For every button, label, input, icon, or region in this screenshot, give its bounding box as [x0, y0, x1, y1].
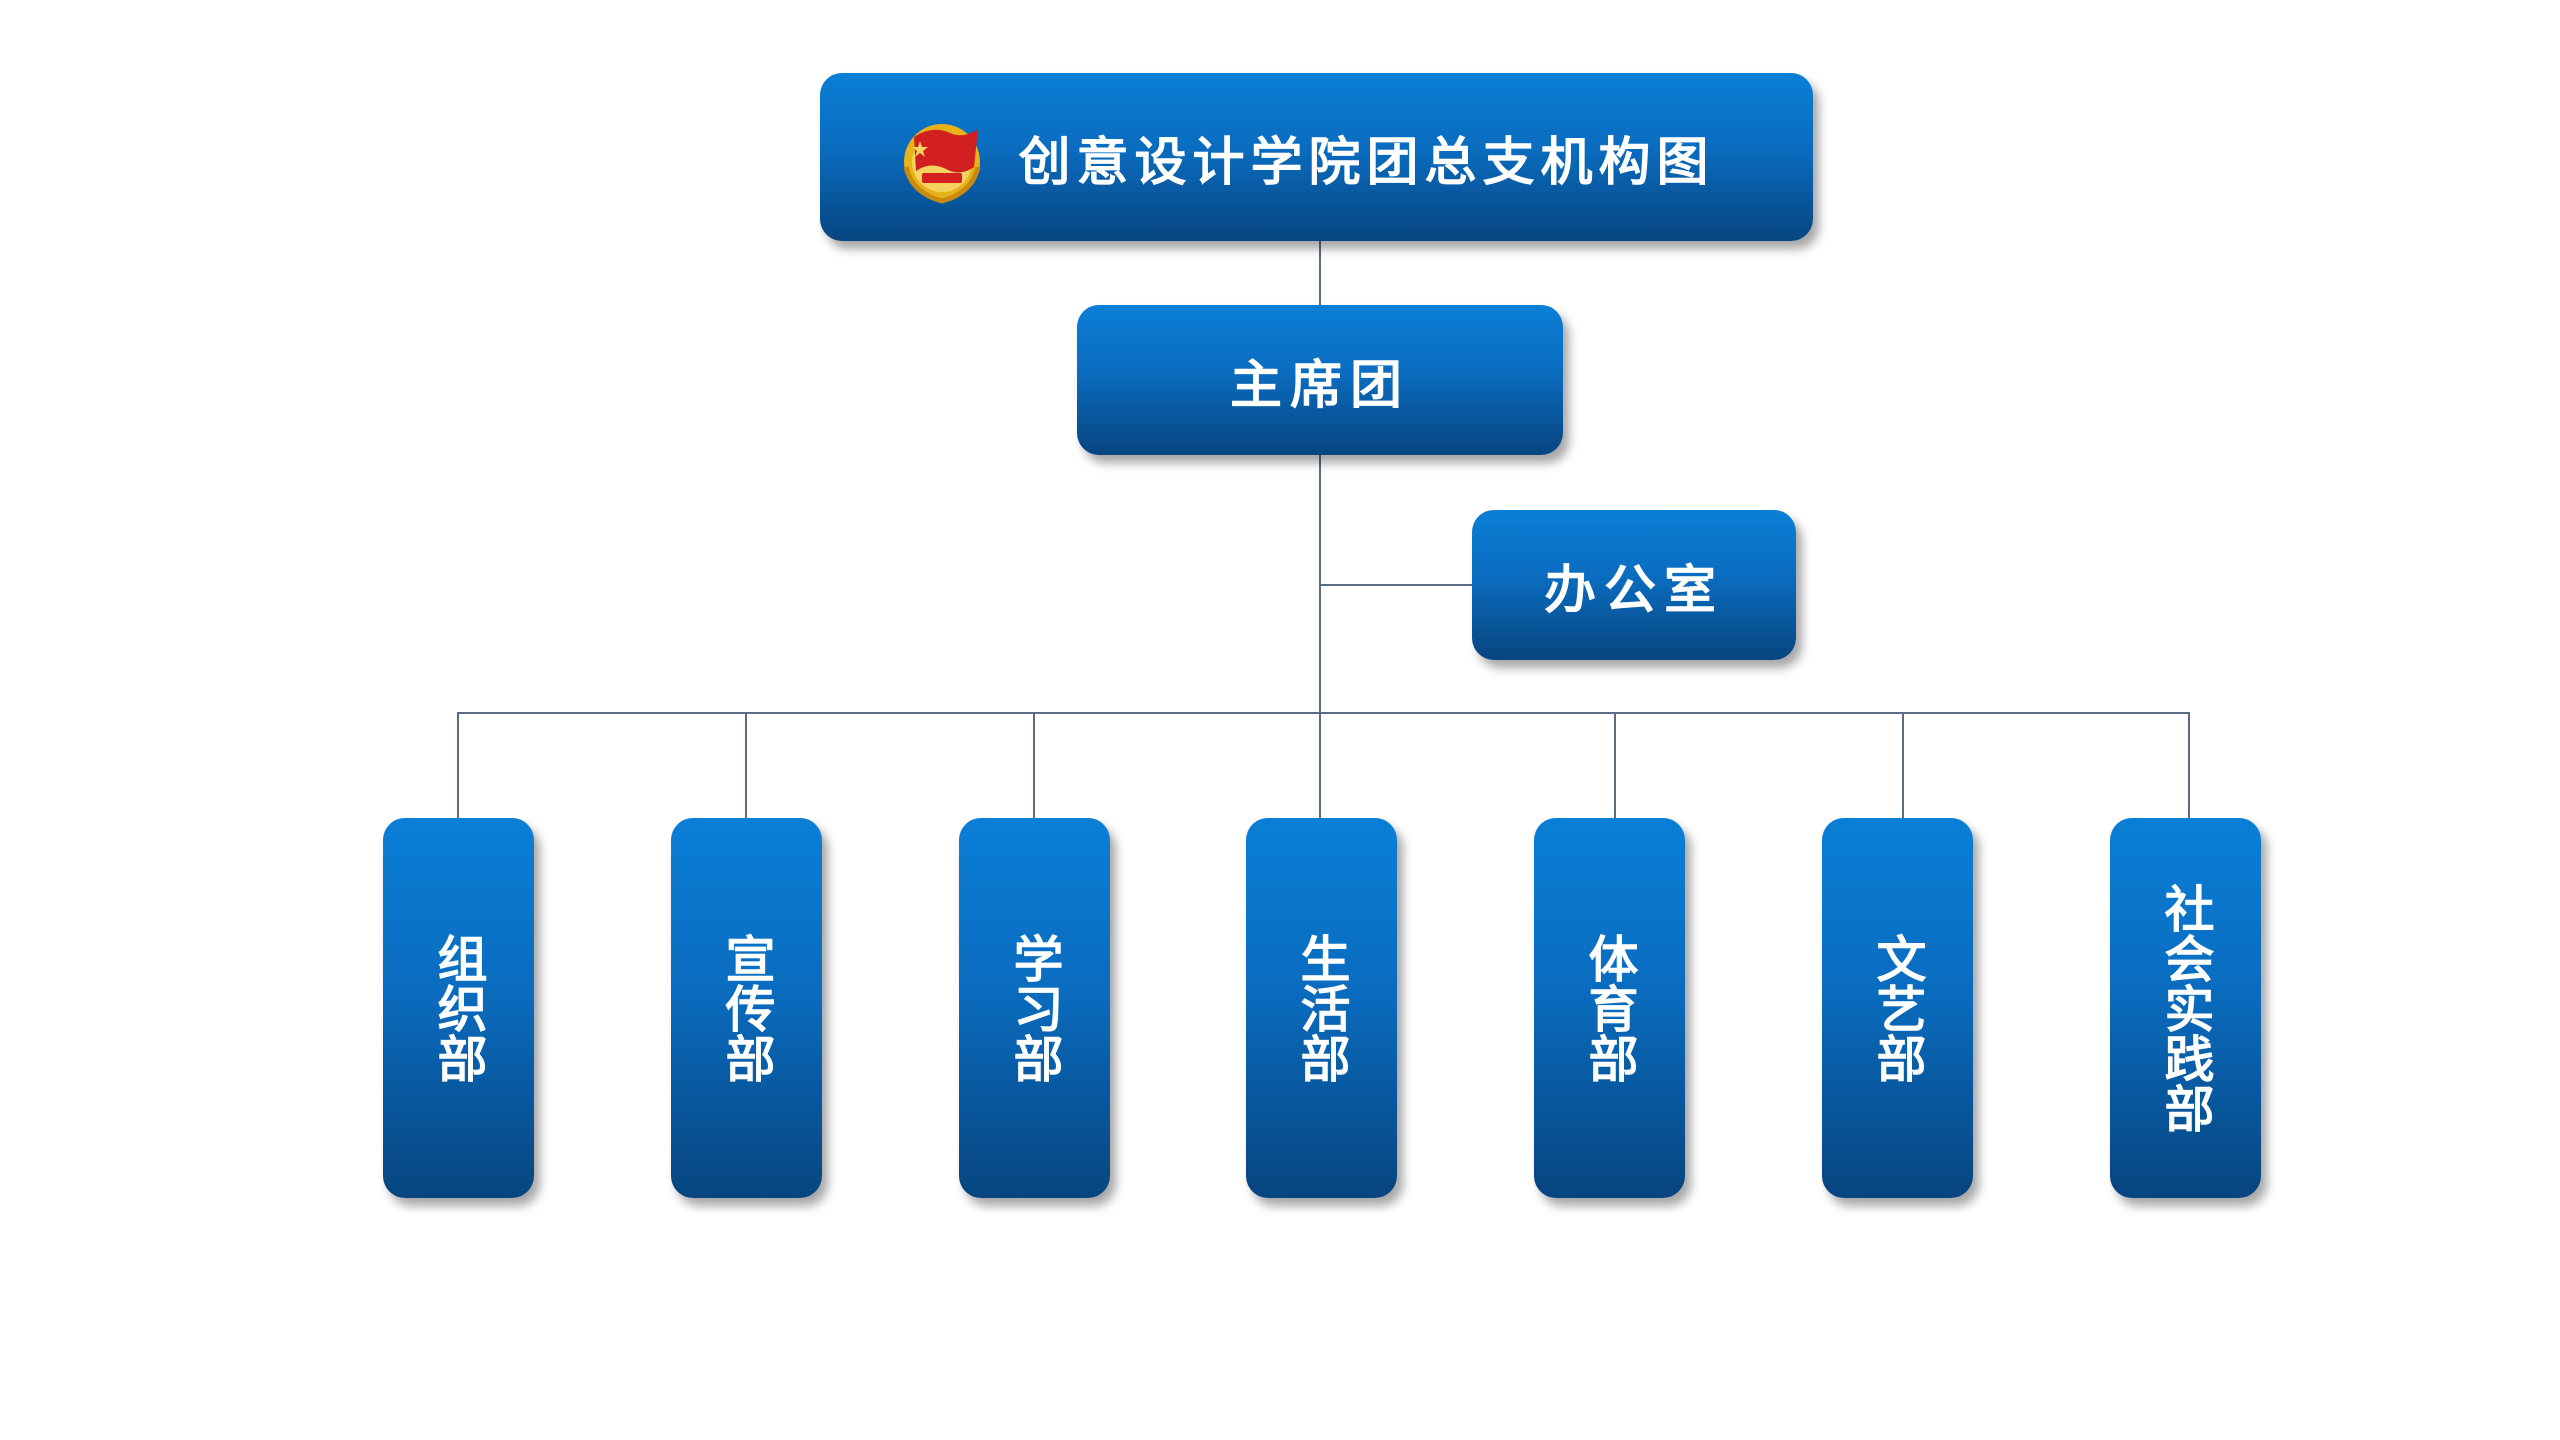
- department-box: 文艺部: [1822, 818, 1973, 1198]
- connector-department-bus: [457, 712, 2188, 714]
- chart-title: 创意设计学院团总支机构图: [1018, 132, 1715, 193]
- connector-trunk-to-office: [1319, 584, 1472, 586]
- department-box: 生活部: [1246, 818, 1397, 1198]
- department-label: 学习部: [1005, 933, 1064, 1083]
- title-box: 创意设计学院团总支机构图: [820, 73, 1813, 241]
- presidium-label: 主席团: [1229, 355, 1410, 416]
- connector-title-to-presidium: [1319, 241, 1321, 305]
- connector-dept-3: [1033, 712, 1035, 818]
- department-box: 学习部: [959, 818, 1110, 1198]
- department-label: 组织部: [429, 933, 488, 1083]
- department-box: 组织部: [383, 818, 534, 1198]
- department-box: 宣传部: [671, 818, 822, 1198]
- communist-youth-league-emblem-icon: [903, 124, 981, 204]
- department-label: 生活部: [1292, 933, 1351, 1083]
- connector-dept-7: [2188, 712, 2190, 818]
- department-label: 宣传部: [717, 933, 776, 1083]
- connector-dept-2: [745, 712, 747, 818]
- connector-presidium-trunk: [1319, 455, 1321, 818]
- department-box: 体育部: [1534, 818, 1685, 1198]
- office-box: 办公室: [1472, 510, 1796, 660]
- presidium-box: 主席团: [1077, 305, 1563, 455]
- department-label: 社会实践部: [2156, 883, 2215, 1133]
- connector-dept-6: [1902, 712, 1904, 818]
- department-box: 社会实践部: [2110, 818, 2261, 1198]
- office-label: 办公室: [1543, 560, 1724, 621]
- connector-dept-1: [457, 712, 459, 818]
- connector-dept-5: [1614, 712, 1616, 818]
- department-label: 体育部: [1580, 933, 1639, 1083]
- department-label: 文艺部: [1868, 933, 1927, 1083]
